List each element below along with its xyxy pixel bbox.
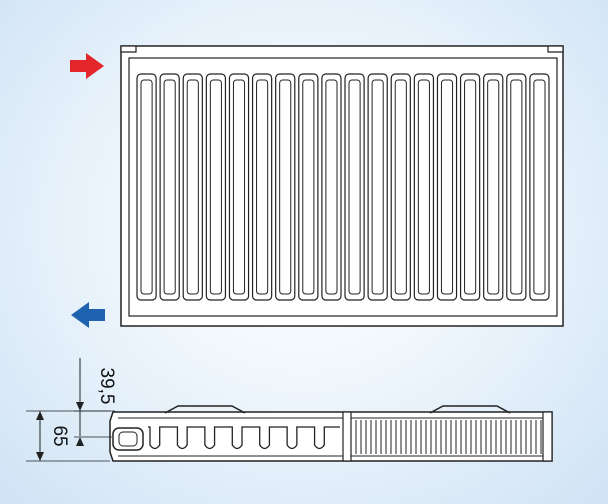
height-dimension-label: 65 (49, 425, 70, 446)
rib-inner (464, 79, 477, 295)
depth-dimension-label: 39,5 (96, 368, 117, 405)
convector-fins (355, 420, 542, 454)
side-body-inner (118, 417, 548, 457)
rib-inner (232, 79, 246, 295)
rib-inner (140, 79, 153, 295)
rib-inner (417, 79, 430, 295)
rib-inner (302, 79, 315, 295)
depth-dimension: 39,5 (74, 358, 117, 446)
radiator-side-view (109, 405, 553, 462)
top-cover-left (164, 405, 246, 414)
rib-inner (371, 79, 384, 295)
rib-inner (209, 79, 222, 295)
red-arrow-right-icon (70, 53, 104, 79)
top-left-corner-cap (120, 45, 137, 53)
right-end-cap (542, 411, 553, 462)
pipe-connector-inner (118, 431, 138, 447)
rib-inner (256, 79, 269, 295)
rib-inner (186, 79, 199, 295)
rib-inner (163, 79, 176, 295)
top-right-corner-cap (547, 45, 564, 53)
rib-inner (510, 79, 523, 295)
rib-inner (440, 79, 454, 295)
radiator-front-view (120, 45, 564, 327)
rib-inner (348, 79, 361, 295)
height-dimension: 65 (26, 410, 110, 462)
rib-inner (394, 79, 407, 295)
rib-inner (533, 79, 546, 295)
top-cover-right (429, 405, 511, 414)
left-wave-profile (148, 426, 340, 450)
center-divider (342, 411, 352, 462)
blue-arrow-left-icon (71, 302, 105, 328)
vertical-ribs (136, 73, 550, 301)
rib-inner (325, 79, 338, 295)
rib-inner (279, 79, 292, 295)
rib-inner (487, 79, 500, 295)
